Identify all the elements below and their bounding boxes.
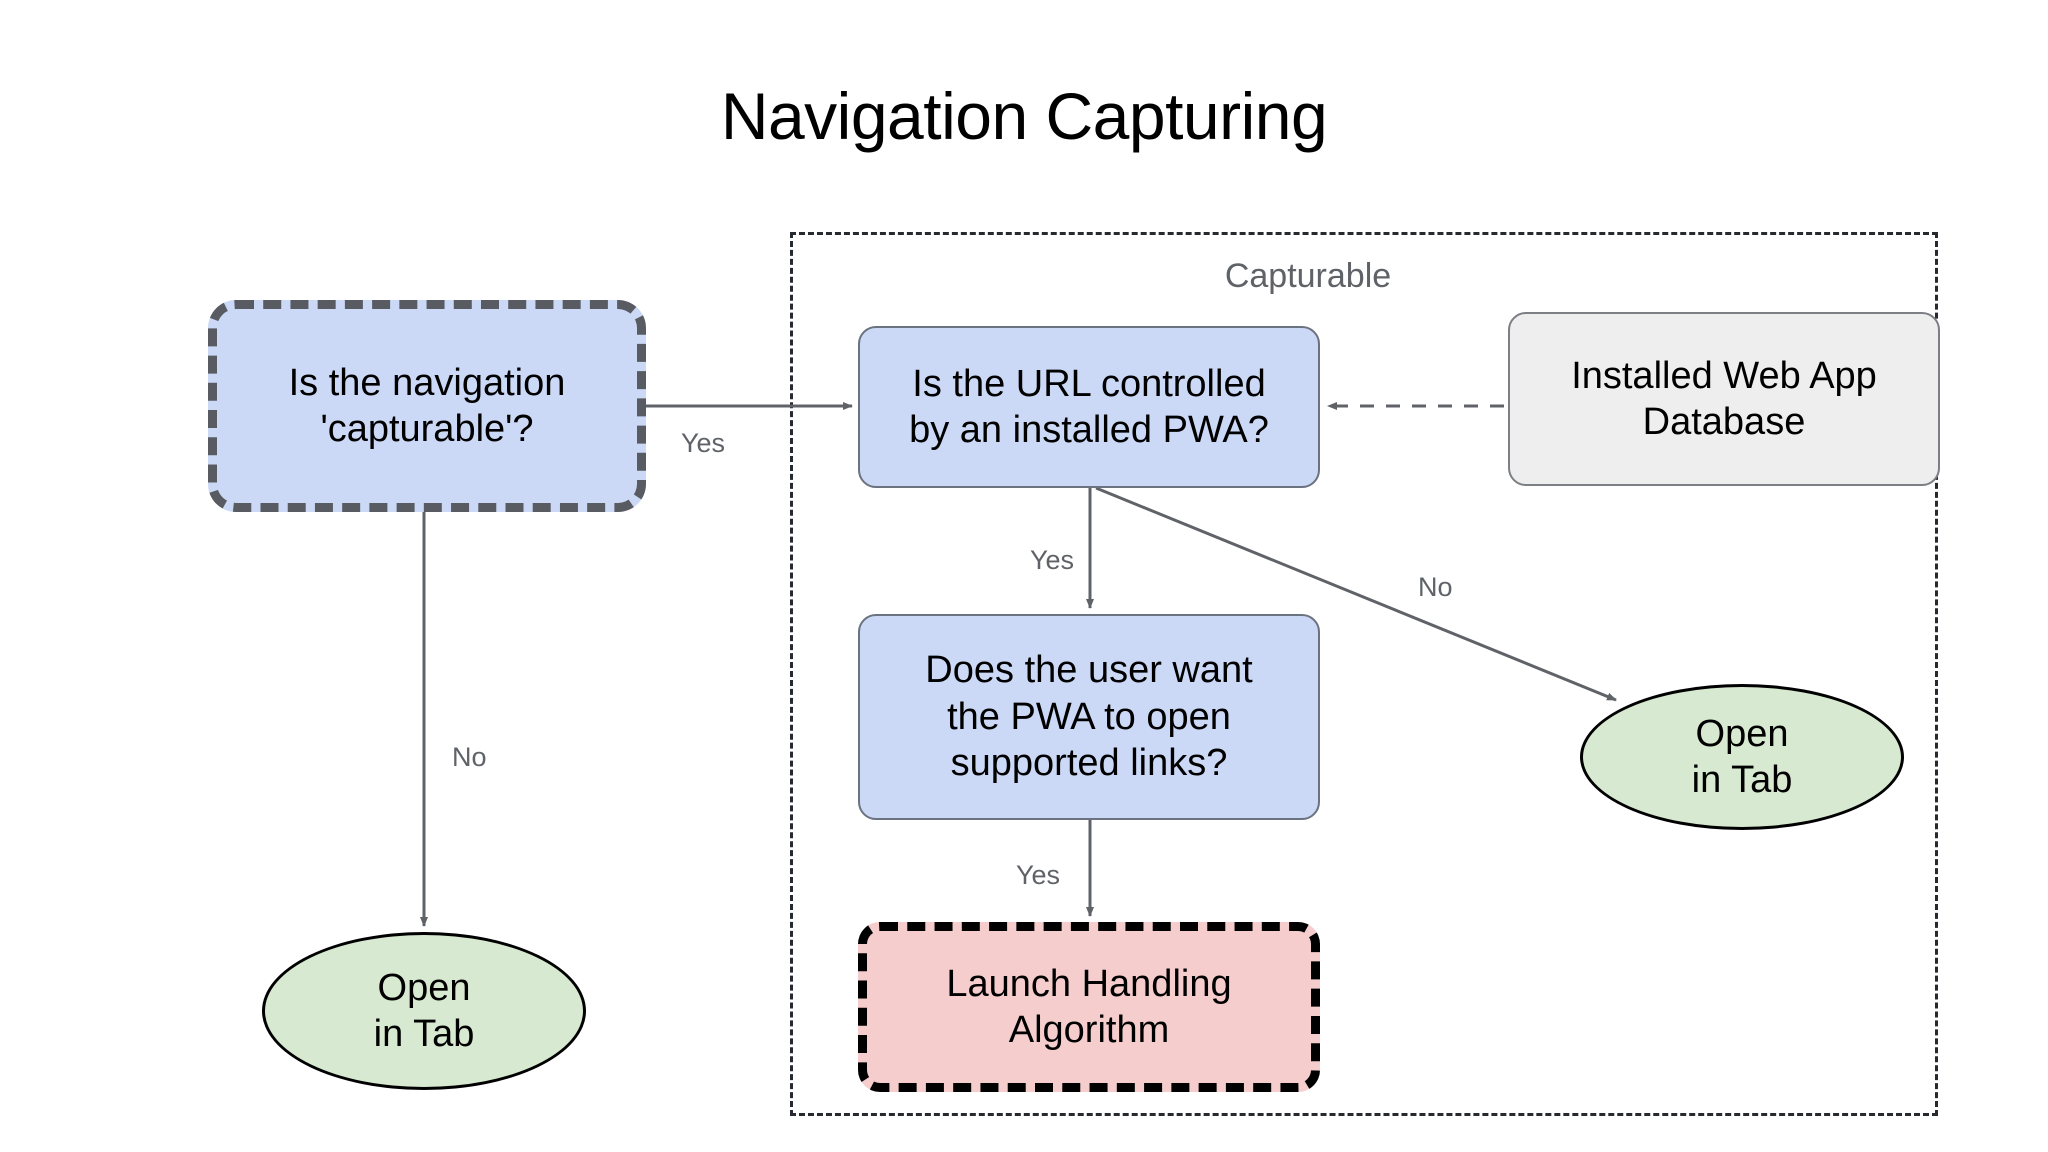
- node-line-2: by an installed PWA?: [909, 409, 1269, 451]
- node-line-1: Open: [377, 966, 471, 1009]
- node-line-2: in Tab: [1691, 759, 1793, 801]
- node-line-1: Is the URL controlled: [912, 362, 1266, 405]
- node-line-2: Algorithm: [1008, 1009, 1170, 1051]
- node-open-in-tab-left[interactable]: Open in Tab: [262, 932, 586, 1090]
- edge-label-no-url: No: [1418, 572, 1453, 602]
- edge-label-no-capturable: No: [452, 742, 487, 772]
- edge-label-yes-url: Yes: [1030, 545, 1075, 575]
- node-line-1: Launch Handling: [946, 962, 1232, 1005]
- node-line-3: supported links?: [950, 742, 1228, 785]
- page-title: Navigation Capturing: [720, 79, 1328, 153]
- node-is-navigation-capturable[interactable]: Is the navigation 'capturable'?: [208, 300, 646, 512]
- node-is-url-controlled-by-pwa[interactable]: Is the URL controlled by an installed PW…: [858, 326, 1320, 488]
- edge-label-yes-userwant: Yes: [1016, 860, 1061, 890]
- node-line-1: Does the user want: [925, 649, 1253, 692]
- node-line-2: the PWA to open: [947, 695, 1231, 738]
- capturable-group-label: Capturable: [1224, 257, 1392, 295]
- edge-label-yes-capturable: Yes: [681, 428, 726, 458]
- node-line-2: in Tab: [373, 1013, 475, 1055]
- node-launch-handling-algorithm[interactable]: Launch Handling Algorithm: [858, 922, 1320, 1092]
- node-line-1: Installed Web App: [1571, 354, 1877, 397]
- node-line-2: 'capturable'?: [320, 408, 534, 450]
- node-line-2: Database: [1642, 401, 1806, 443]
- node-line-1: Open: [1695, 712, 1789, 755]
- node-open-in-tab-right[interactable]: Open in Tab: [1580, 684, 1904, 830]
- node-installed-web-app-database[interactable]: Installed Web App Database: [1508, 312, 1940, 486]
- node-does-user-want-pwa-open-links[interactable]: Does the user want the PWA to open suppo…: [858, 614, 1320, 820]
- capturable-group-container: [790, 232, 1938, 1116]
- node-line-1: Is the navigation: [288, 361, 566, 404]
